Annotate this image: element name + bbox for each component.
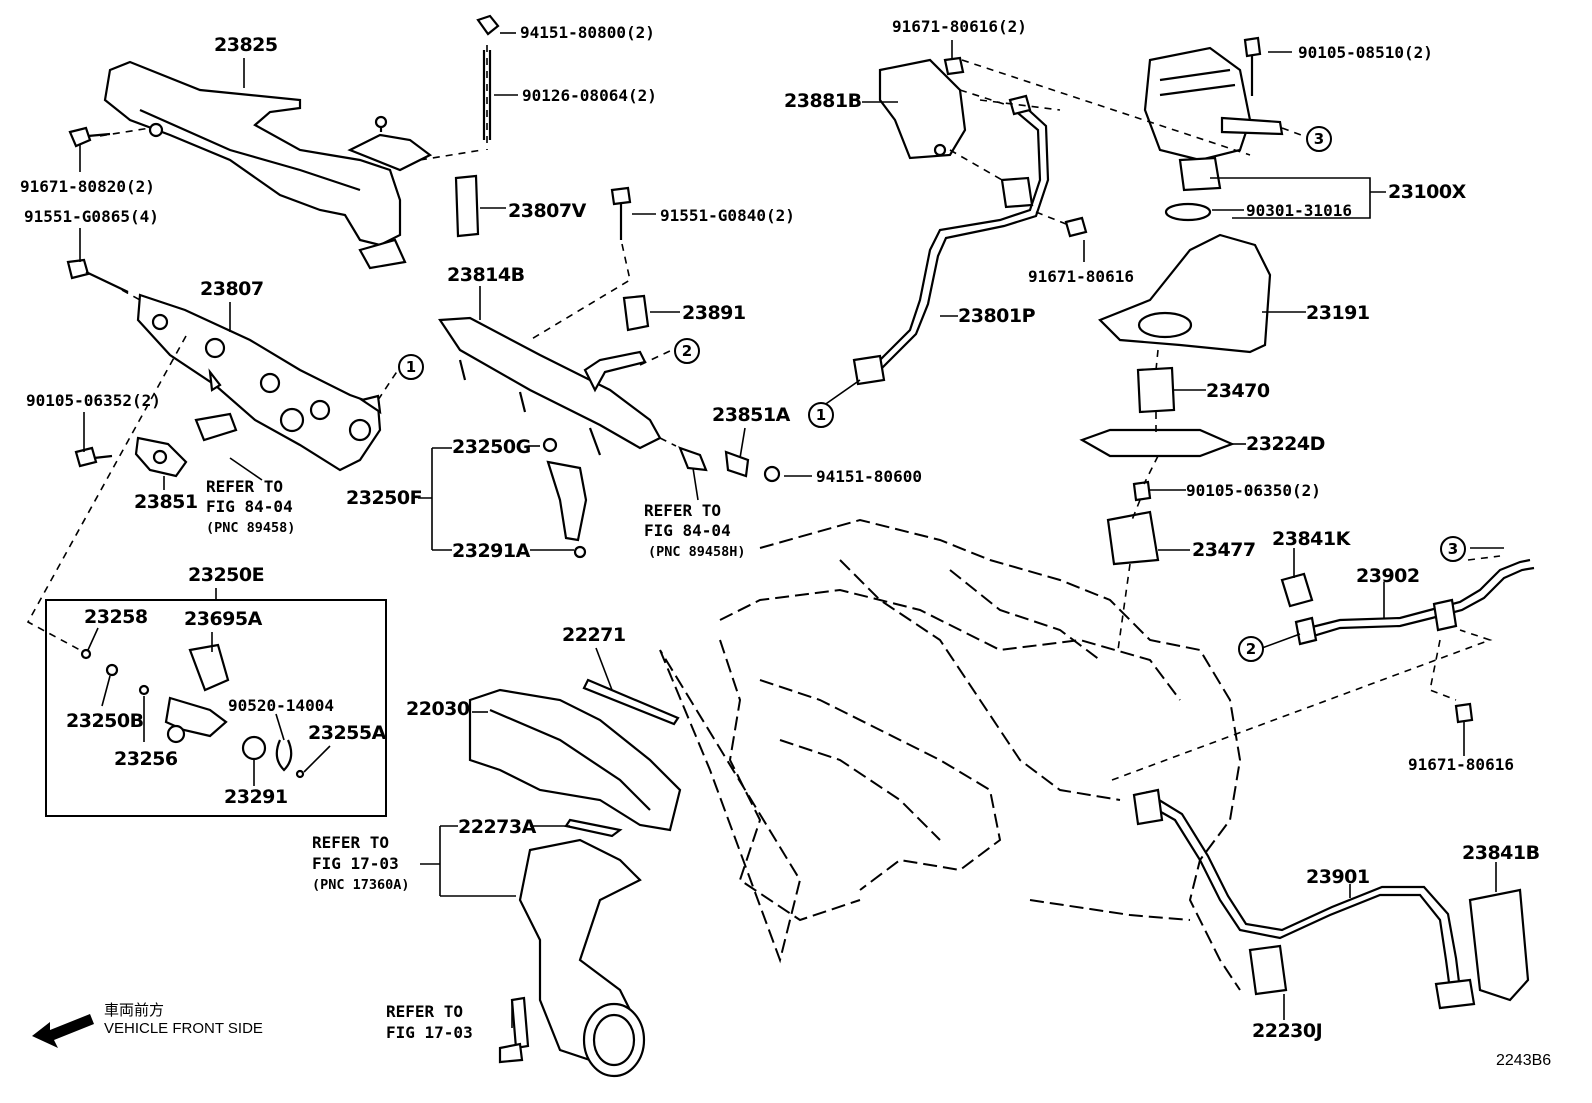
label-94151-80800: 94151-80800(2) [520,23,655,42]
label-23801P: 23801P [958,305,1036,327]
label-23881B: 23881B [784,90,862,112]
label-23891: 23891 [682,302,746,324]
refer-note-1-line3: (PNC 89458) [206,520,296,536]
label-91671-80616-2: 91671-80616(2) [892,17,1027,36]
injector-kit-parts [80,643,305,779]
label-91551-G0865: 91551-G0865(4) [24,207,159,226]
hp-fuel-pump-23100X [1143,36,1284,222]
label-23807: 23807 [200,278,264,300]
fuel-pipe-23801P [852,94,1088,386]
front-arrow-icon [32,1014,94,1048]
label-23841B: 23841B [1462,842,1540,864]
label-23250B: 23250B [66,710,144,732]
label-91671-80616-a: 91671-80616 [1028,267,1134,286]
refer-note-3-line3: (PNC 17360A) [312,877,410,893]
illustration-code: 2243B6 [1496,1052,1552,1069]
label-23470: 23470 [1206,380,1270,402]
label-91671-80616-b: 91671-80616 [1408,755,1514,774]
label-23291A: 23291A [452,540,530,562]
label-23477: 23477 [1192,539,1256,561]
label-23807V: 23807V [508,200,586,222]
pipe-23902 [1280,558,1535,724]
intake-parts [468,649,802,1078]
label-23291: 23291 [224,786,288,808]
label-90301-31016: 90301-31016 [1246,201,1352,220]
engine-block-outline [719,518,1242,991]
refer-note-2-line3: (PNC 89458H) [648,544,746,560]
label-94151-80600: 94151-80600 [816,467,922,486]
marker-2-a: 2 [674,338,700,364]
label-23250F: 23250F [346,487,423,509]
label-23902: 23902 [1356,565,1420,587]
label-91551-G0840: 91551-G0840(2) [660,206,795,225]
injector-kit-box [45,599,387,817]
refer-note-3-line2: FIG 17-03 [312,854,399,873]
fuel-rail-cover-23825 [103,60,433,270]
refer-note-4-line2: FIG 17-03 [386,1023,473,1042]
label-23841K: 23841K [1272,528,1350,550]
label-23250E: 23250E [188,564,265,586]
refer-note-2-line2: FIG 84-04 [644,521,731,540]
label-23901: 23901 [1306,866,1370,888]
pump-bracket-23881B [878,56,967,160]
label-23814B: 23814B [447,264,525,286]
pump-cover-23191 [1098,233,1272,354]
label-23100X: 23100X [1388,181,1466,203]
label-23825: 23825 [214,34,278,56]
refer-note-3-line1: REFER TO [312,833,390,852]
marker-3-a: 3 [1306,126,1332,152]
refer-note-4-line1: REFER TO [386,1002,464,1021]
label-22271: 22271 [562,624,626,646]
label-90520-14004: 90520-14004 [228,696,334,715]
label-22273A: 22273A [458,816,536,838]
marker-1-b: 1 [808,402,834,428]
refer-note-2-line1: REFER TO [644,501,722,520]
label-23255A: 23255A [308,722,386,744]
label-91671-80820: 91671-80820(2) [20,177,155,196]
refer-note-1-line2: FIG 84-04 [206,497,293,516]
label-23250G: 23250G [452,436,531,458]
label-23256: 23256 [114,748,178,770]
assembly-dashed-lines [26,45,1501,781]
label-90105-06350: 90105-06350(2) [1186,481,1321,500]
marker-2-b: 2 [1238,636,1264,662]
delivery-pipe-23807 [136,293,382,472]
label-23224D: 23224D [1246,433,1325,455]
label-90105-08510: 90105-08510(2) [1298,43,1433,62]
pump-lifter-parts [1079,366,1235,566]
label-23695A: 23695A [184,608,262,630]
label-90105-06352: 90105-06352(2) [26,391,161,410]
wire-23901 [1132,788,1530,1010]
marker-1-a: 1 [398,354,424,380]
label-23851A: 23851A [712,404,790,426]
label-23191: 23191 [1306,302,1370,324]
label-23851: 23851 [134,491,198,513]
label-90126-08064: 90126-08064(2) [522,86,657,105]
marker-3-b: 3 [1440,536,1466,562]
bolts-left [66,14,650,478]
label-22030: 22030 [406,698,470,720]
refer-note-1-line1: REFER TO [206,477,284,496]
front-note-jp: 車両前方 [104,1002,165,1019]
front-note-en: VEHICLE FRONT SIDE [104,1020,263,1037]
label-23258: 23258 [84,606,148,628]
label-22230J: 22230J [1252,1020,1323,1042]
leader-lines [79,32,1504,1028]
